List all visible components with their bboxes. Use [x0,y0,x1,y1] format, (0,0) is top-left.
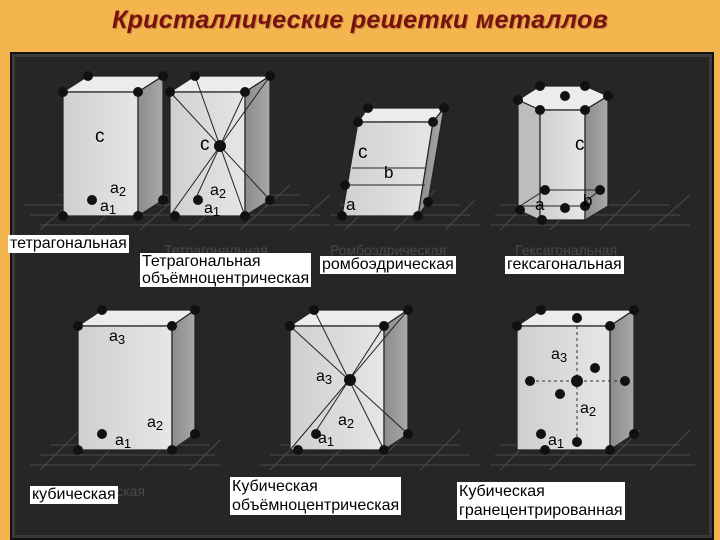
caption-rhombohedral: ромбоэдрическая [320,256,456,274]
caption-cubic-fcc: Кубическая гранецентрированная [457,482,625,520]
page-title: Кристаллические решетки металлов [111,6,609,34]
axis-label-a3: a3 [316,368,333,387]
axis-label-c: c [358,142,368,163]
axis-label-c: c [575,134,585,155]
caption-line: Тетрагональная [142,253,261,270]
caption-hexagonal: гексагональная [505,256,624,274]
axis-label-a2: a2 [147,414,164,433]
axis-label-a2: a2 [338,412,355,431]
axis-label-c: c [95,126,105,147]
caption-tetragonal-bcc: Тетрагональная объёмноцентрическая [140,253,312,287]
caption-line: объёмноцентрическая [232,497,400,514]
tetragonal-bcc-lattice [165,71,275,221]
axis-label-b: b [384,163,394,182]
axis-label-a1: a1 [548,432,565,451]
caption-line: объёмноцентрическая [142,270,310,287]
axis-label-a3: a3 [551,346,568,365]
axis-label-a: a [535,195,545,214]
axis-label-a: a [346,195,356,214]
caption-line: Кубическая [232,478,318,495]
axis-label-a1: a1 [100,198,117,217]
rhombohedral-lattice [337,103,449,221]
hexagonal-lattice [513,81,613,225]
caption-tetragonal: тетрагональная [8,235,129,253]
axis-label-a1: a1 [204,200,221,219]
axis-label-b: b [583,191,593,210]
svg-text:Гексагональная: Гексагональная [515,242,617,258]
axis-label-c: c [200,134,210,155]
axis-label-a1: a1 [318,430,335,449]
caption-cubic: кубическая [30,486,118,504]
axis-label-a3: a3 [109,328,126,347]
axis-label-a2: a2 [580,400,597,419]
axis-label-a1: a1 [115,432,132,451]
cubic-fcc-lattice [512,305,639,455]
cubic-lattice [73,305,200,455]
svg-text:Ромбоэдрическая: Ромбоэдрическая [330,242,446,258]
axis-label-a2: a2 [210,182,227,201]
caption-line: Кубическая [459,483,545,500]
tetragonal-lattice [58,71,168,221]
caption-cubic-bcc: Кубическая объёмноцентрическая [230,477,402,515]
axis-label-a2: a2 [110,180,127,199]
caption-line: гранецентрированная [459,502,623,519]
cubic-bcc-lattice [285,305,413,455]
